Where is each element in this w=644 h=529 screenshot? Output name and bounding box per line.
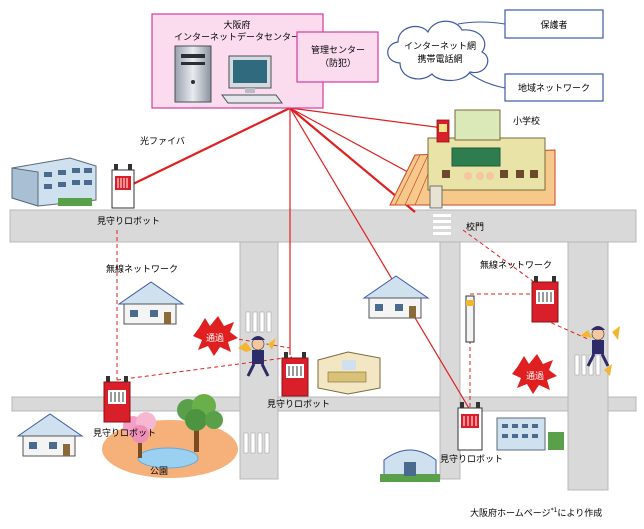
internet-line2: 携帯電話網 <box>417 53 462 65</box>
robot-label-mid: 見守りロボット <box>267 398 330 410</box>
robot-icon <box>281 352 309 397</box>
school-label: 小学校 <box>513 115 540 127</box>
house-icon <box>16 413 84 457</box>
alert-badge-icon: 通過 <box>512 354 557 394</box>
guardian-label: 保護者 <box>540 19 567 31</box>
fiber-line-school <box>289 107 416 213</box>
main-road <box>9 209 637 243</box>
house-icon <box>362 275 430 319</box>
house-icon <box>117 281 185 325</box>
wireless-label-left: 無線ネットワーク <box>106 263 178 275</box>
park-fountain <box>137 447 199 469</box>
guardian-box: 保護者 <box>504 9 604 39</box>
robot-icon <box>457 402 483 451</box>
control-center-line2: （防犯） <box>320 57 356 69</box>
building-icon <box>317 351 381 395</box>
child-icon <box>580 326 620 376</box>
control-center-box: 管理センター （防犯） <box>296 31 379 83</box>
crosswalk-right <box>574 354 601 376</box>
robot-icon <box>111 164 135 209</box>
control-center-line1: 管理センター <box>311 44 365 56</box>
server-icon <box>174 45 212 103</box>
datacenter-title-line1: 大阪府 <box>223 19 250 31</box>
fiber-line-school-tower <box>289 107 444 129</box>
alert-badge-icon: 通過 <box>193 316 238 356</box>
robot-label-left: 見守りロボット <box>93 427 156 439</box>
wireless-line-alert-right <box>544 319 591 341</box>
crosswalk-mid <box>245 311 272 333</box>
robot-icon <box>531 276 559 323</box>
tree-icon <box>123 412 156 458</box>
robot-icon <box>436 119 450 143</box>
datacenter-box: 大阪府 インターネットデータセンター <box>151 13 324 109</box>
sensor-pole-icon <box>465 295 475 343</box>
wireless-label-right: 無線ネットワーク <box>480 259 552 271</box>
building-icon <box>11 157 97 207</box>
datacenter-title-line2: インターネットデータセンター <box>174 31 300 43</box>
park-label: 公園 <box>150 466 168 477</box>
road-mid-right <box>439 241 461 480</box>
community-network-box: 地域ネットワーク <box>504 73 604 102</box>
alert-label-right: 通過 <box>526 371 544 382</box>
crosswalk-lower <box>243 432 270 454</box>
building-icon <box>496 417 564 451</box>
school-gate-label: 校門 <box>466 221 484 233</box>
internet-line1: インターネット網 <box>404 40 476 52</box>
robot-icon <box>103 376 131 423</box>
child-icon <box>238 336 276 377</box>
park: 公園 <box>102 394 238 478</box>
alert-label-left: 通過 <box>206 333 224 344</box>
fiber-line-robot-right <box>289 107 471 411</box>
fiber-links <box>132 107 471 411</box>
computer-icon <box>221 55 283 104</box>
community-network-label: 地域ネットワーク <box>518 82 590 94</box>
tree-icon <box>177 394 223 452</box>
robot-label-right: 見守りロボット <box>440 453 503 465</box>
fiber-label: 光ファイバ <box>140 135 185 147</box>
robot-label-top: 見守りロボット <box>97 215 160 227</box>
wireless-line-gate <box>462 229 546 291</box>
school-icon: 小学校 <box>389 109 556 209</box>
crosswalk-school <box>433 214 451 235</box>
fiber-line-robot-top <box>132 107 291 185</box>
footer-credit: 大阪府ホームページ*1により作成 <box>470 507 602 519</box>
cloud-icon: インターネット網 携帯電話網 <box>387 20 489 82</box>
road-network <box>9 209 637 491</box>
building-icon <box>380 449 440 482</box>
